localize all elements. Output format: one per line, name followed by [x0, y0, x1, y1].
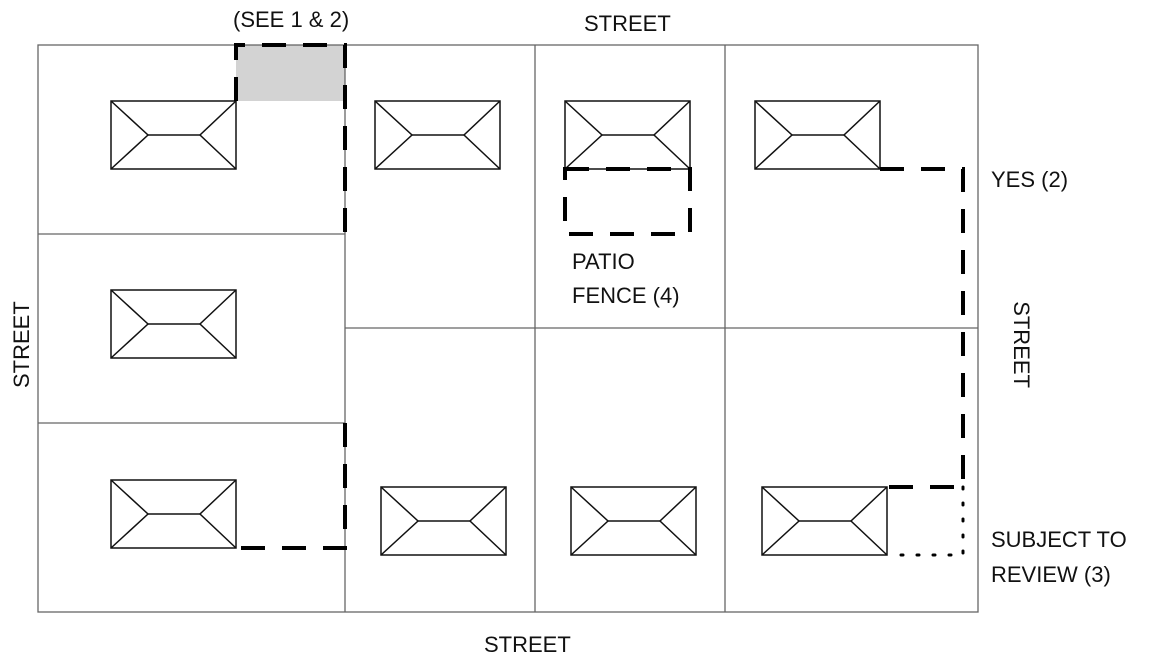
street-bottom-label: STREET: [484, 632, 571, 657]
house: [110, 479, 237, 549]
fence-corner-lot: [234, 43, 347, 234]
patio-fence: [563, 167, 692, 236]
fence-bottom-left-lot: [236, 423, 347, 550]
street-top-label: STREET: [584, 11, 671, 36]
house: [570, 486, 697, 556]
review-label-1: SUBJECT TO: [991, 527, 1127, 552]
house: [374, 100, 501, 170]
review-label-2: REVIEW (3): [991, 562, 1111, 587]
street-left-label: STREET: [8, 301, 34, 388]
patio-label-1: PATIO: [572, 249, 635, 274]
house: [754, 100, 881, 170]
house: [110, 289, 237, 359]
house: [761, 486, 888, 556]
yes-label: YES (2): [991, 167, 1069, 192]
house: [564, 100, 691, 170]
see-note-label: (SEE 1 & 2): [233, 7, 350, 32]
houses: [110, 100, 888, 556]
street-right-label: STREET: [1008, 301, 1034, 388]
review-fence-dotted: [885, 485, 965, 557]
shaded-corner-area: [236, 45, 345, 101]
fence-lines: [234, 43, 965, 550]
lot-lines: [37, 44, 979, 613]
house: [110, 100, 237, 170]
house: [380, 486, 507, 556]
patio-label-2: FENCE (4): [572, 283, 680, 308]
fence-right-lot: [880, 167, 965, 489]
